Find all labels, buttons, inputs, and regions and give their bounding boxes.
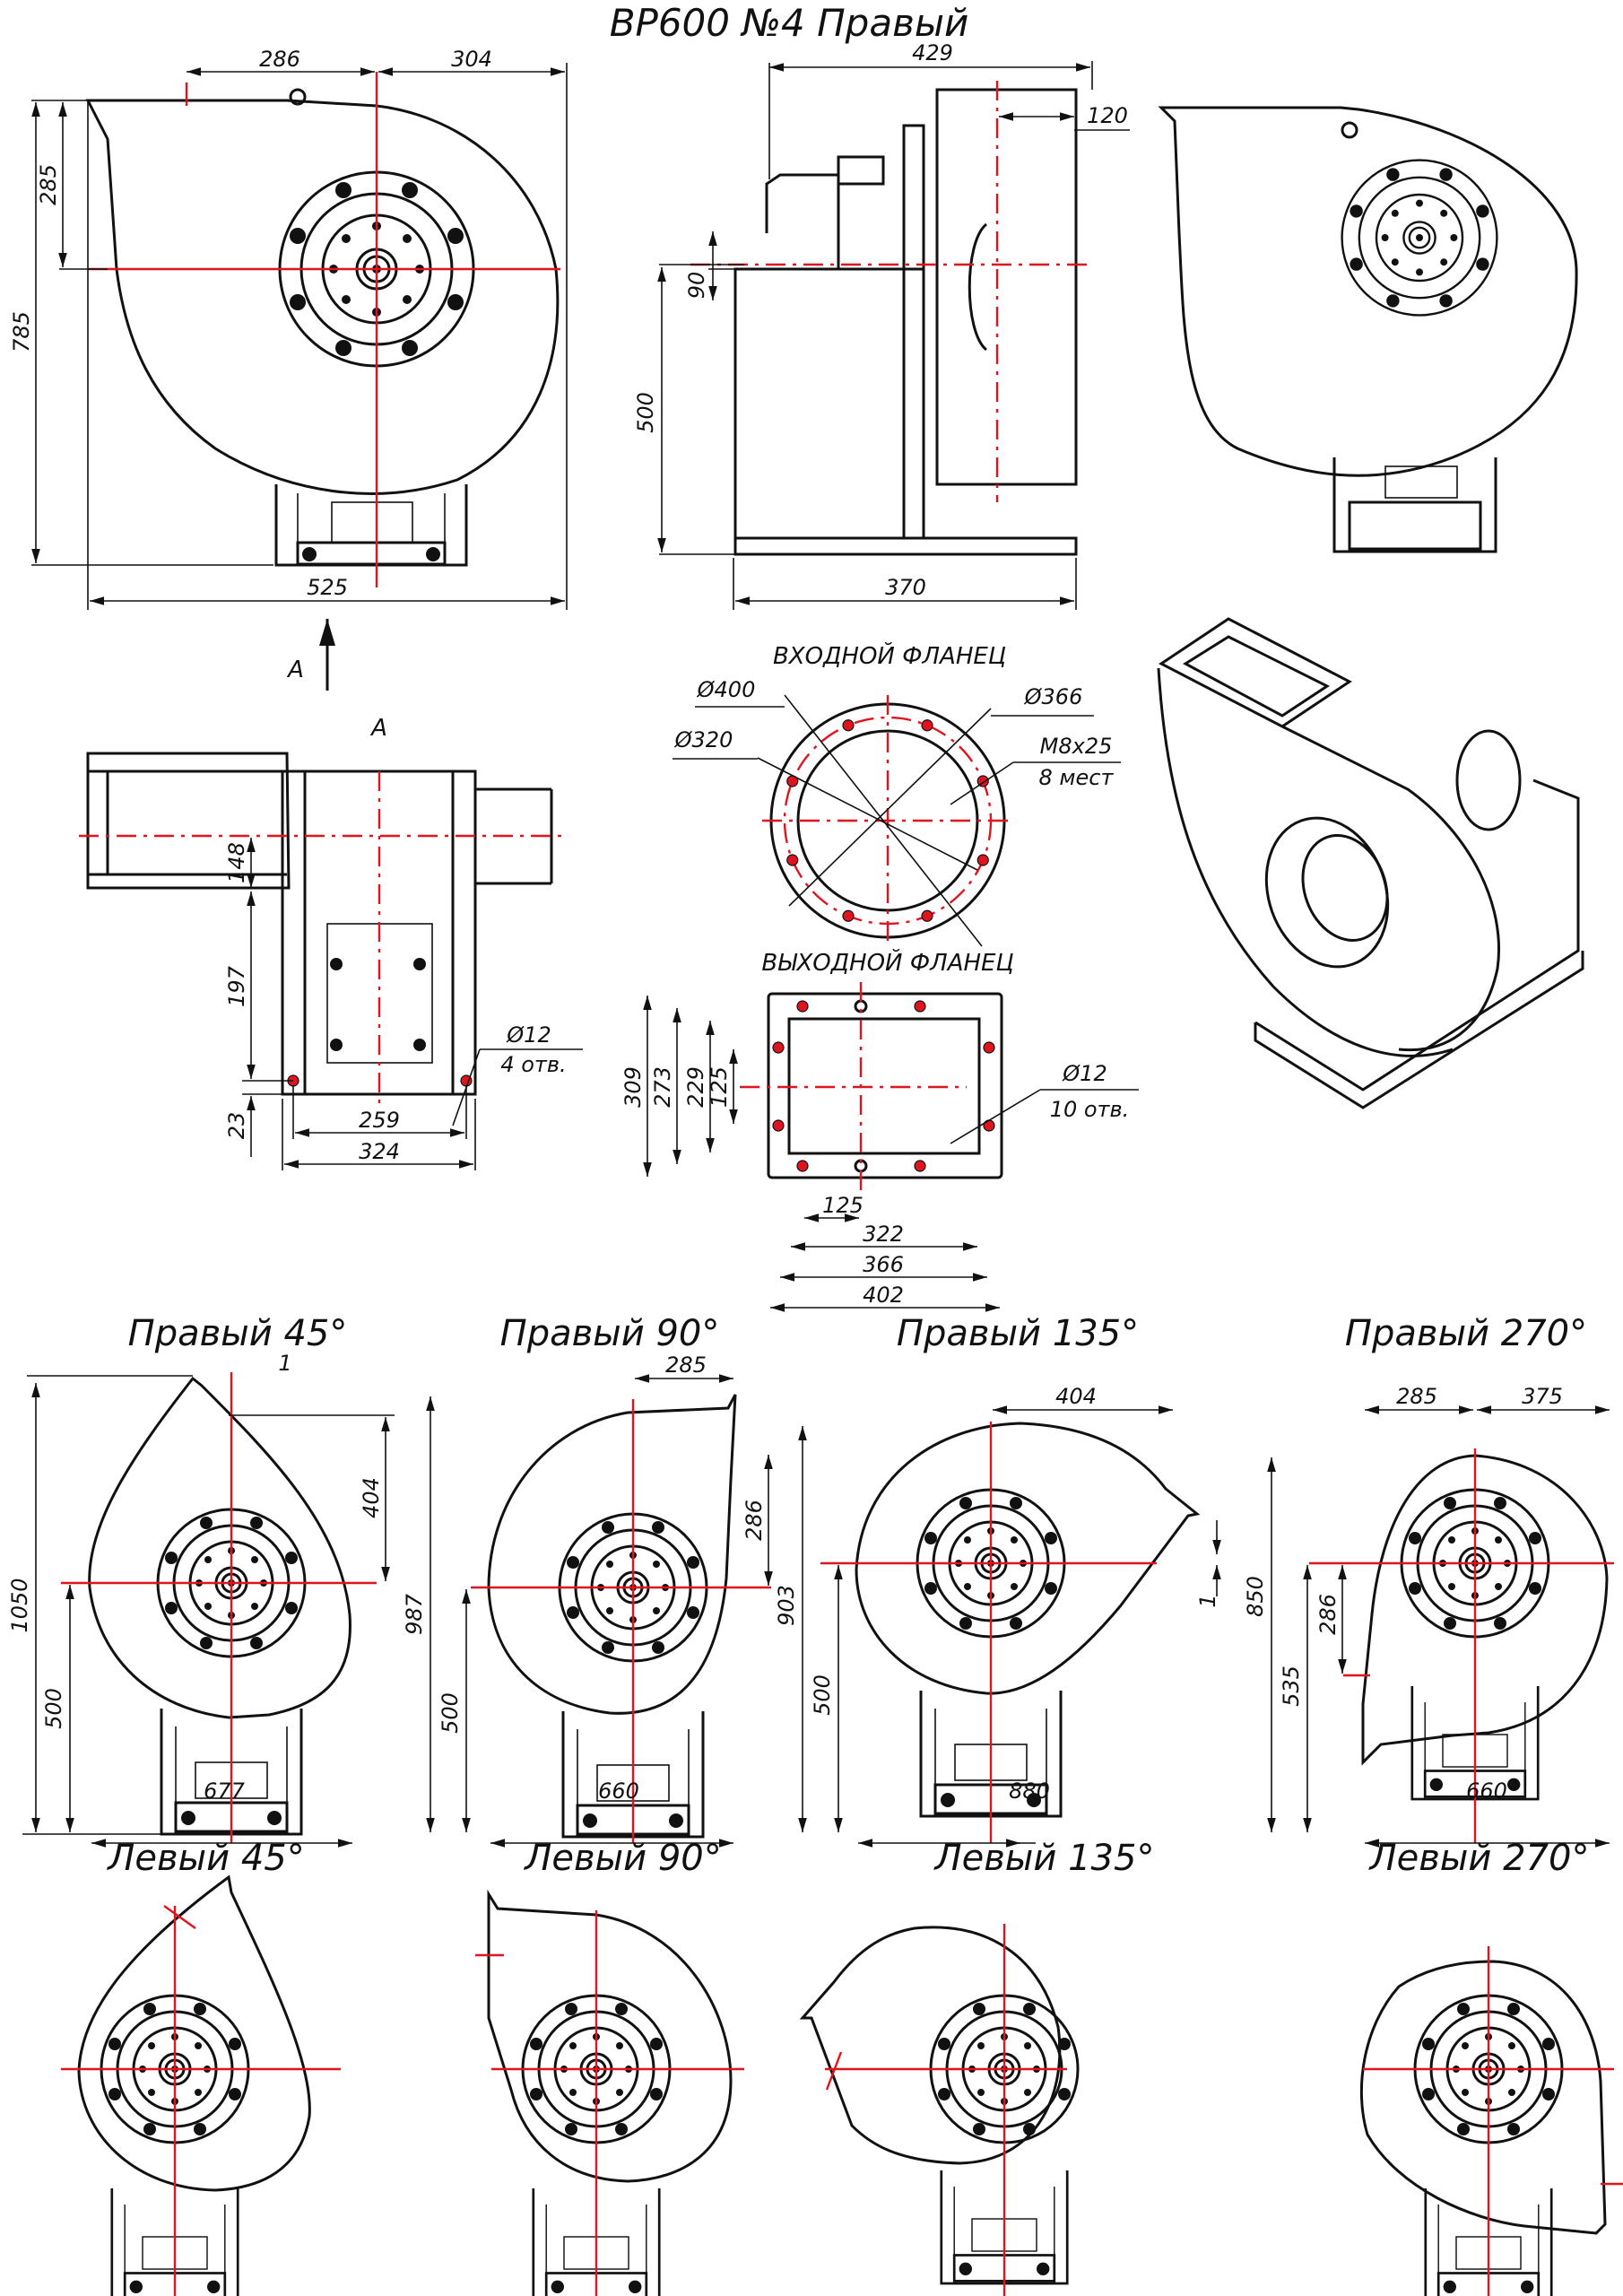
positions-left: Левый 45° Левый 90° Левый 135° Левый 270… [61, 1838, 1623, 2296]
dim-1-r45: 1 [278, 1351, 291, 1376]
dim-304: 304 [451, 47, 492, 72]
dim-229: 229 [683, 1066, 708, 1108]
dim-322: 322 [863, 1222, 904, 1247]
position-left-45-label: Левый 45° [106, 1838, 304, 1879]
hole-count-note: 4 отв. [500, 1052, 566, 1077]
plan-view: 148 197 23 259 324 Ø12 4 отв. [79, 752, 583, 1170]
dim-90: 90 [684, 272, 709, 300]
dim-125-v: 125 [707, 1066, 732, 1108]
bolt-size-note: M8x25 [1040, 734, 1113, 759]
dim-404-r45: 404 [359, 1477, 384, 1518]
dim-259: 259 [359, 1108, 400, 1133]
inlet-flange-caption: ВХОДНОЙ ФЛАНЕЦ [773, 641, 1006, 670]
dim-903: 903 [774, 1585, 799, 1626]
dim-500: 500 [633, 392, 658, 433]
section-marker: А А [286, 619, 387, 742]
outlet-hole-count: 10 отв. [1050, 1097, 1130, 1122]
flange-bolt-hole [976, 854, 989, 866]
dim-535: 535 [1279, 1665, 1304, 1707]
volute-side [935, 88, 1078, 486]
dim-273: 273 [650, 1066, 675, 1108]
bolt-count-note: 8 мест [1039, 765, 1115, 790]
drawing-title: ВР600 №4 Правый [610, 1, 969, 45]
dim-120: 120 [1087, 103, 1128, 128]
section-arrow-label: А [286, 657, 304, 683]
dim-404-r135: 404 [1055, 1384, 1097, 1409]
side-view: 429 120 90 500 370 [633, 40, 1130, 610]
dim-23: 23 [224, 1112, 249, 1140]
dim-370: 370 [885, 575, 926, 600]
dim-525: 525 [307, 575, 348, 600]
dim-197: 197 [224, 965, 249, 1007]
dim-500-r45: 500 [41, 1688, 66, 1729]
dim-125-h: 125 [822, 1193, 864, 1218]
dim-1-r135: 1 [1195, 1594, 1220, 1607]
position-right-45-label: Правый 45° [128, 1313, 348, 1354]
dim-677: 677 [204, 1779, 246, 1804]
inlet-flange: ВХОДНОЙ ФЛАНЕЦ Ø400 Ø366 Ø320 M8x25 8 ме… [673, 641, 1121, 947]
flange-bolt-hole [921, 909, 933, 922]
dim-785: 785 [9, 311, 34, 352]
dim-500-r90: 500 [438, 1692, 463, 1734]
dim-375: 375 [1522, 1384, 1563, 1409]
dim-1050: 1050 [7, 1578, 32, 1632]
dim-660-r90: 660 [598, 1779, 639, 1804]
dim-309: 309 [621, 1066, 646, 1108]
dim-500-r135: 500 [810, 1674, 835, 1716]
flange-bolt-hole [842, 909, 855, 922]
dim-148: 148 [224, 842, 249, 883]
dim-324: 324 [359, 1139, 400, 1164]
position-right-135-label: Правый 135° [897, 1313, 1139, 1354]
dim-429: 429 [912, 40, 953, 65]
flange-bolt-hole [921, 719, 933, 732]
isometric-view [1157, 617, 1584, 1109]
dim-402: 402 [863, 1283, 904, 1308]
dim-285: 285 [36, 164, 61, 205]
dim-285-r270: 285 [1396, 1384, 1437, 1409]
dim-366: 366 [863, 1252, 904, 1277]
flange-bolt-hole [842, 719, 855, 732]
position-left-135-label: Левый 135° [933, 1838, 1155, 1879]
dim-286-r270: 286 [1315, 1594, 1341, 1635]
front-view: 286 304 285 785 525 [9, 47, 568, 610]
volute-casing [85, 99, 560, 495]
dim-987: 987 [402, 1593, 427, 1635]
position-right-270-label: Правый 270° [1345, 1313, 1587, 1354]
dim-880: 880 [1009, 1779, 1050, 1804]
dim-660-r270: 660 [1466, 1779, 1507, 1804]
position-left-90-label: Левый 90° [523, 1838, 721, 1879]
dim-d320: Ø320 [674, 727, 733, 752]
dim-285-r90: 285 [665, 1352, 707, 1378]
position-right-90-label: Правый 90° [500, 1313, 720, 1354]
dim-d400: Ø400 [697, 677, 756, 702]
section-view-label: А [369, 715, 387, 742]
dim-286: 286 [259, 47, 300, 72]
outlet-flange: ВЫХОДНОЙ ФЛАНЕЦ 309 273 229 125 125 322 … [621, 948, 1139, 1312]
rear-view [1158, 106, 1578, 553]
flange-bolt-hole [786, 854, 799, 866]
hole-diameter-note: Ø12 [506, 1022, 551, 1048]
outlet-flange-caption: ВЫХОДНОЙ ФЛАНЕЦ [761, 948, 1013, 977]
dim-d366: Ø366 [1024, 684, 1083, 709]
position-left-270-label: Левый 270° [1368, 1838, 1590, 1879]
dim-286-r90: 286 [742, 1500, 767, 1541]
dim-850: 850 [1243, 1576, 1268, 1617]
positions-right: Правый 45° 1050 500 404 1 677 Правый 90°… [7, 1313, 1614, 1848]
outlet-hole-diameter: Ø12 [1062, 1061, 1107, 1086]
